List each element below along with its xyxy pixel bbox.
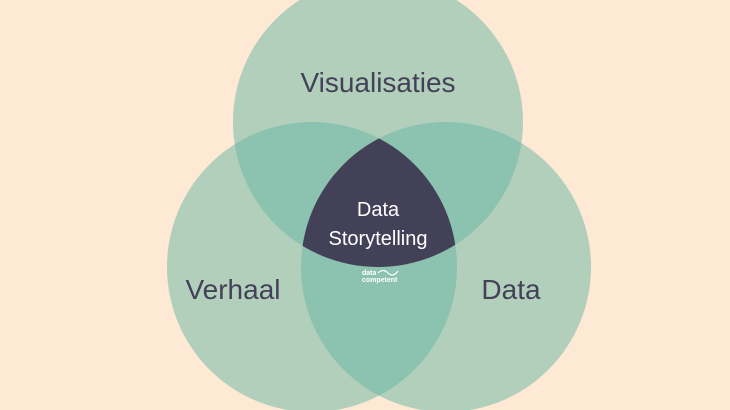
center-title-line1: Data [357,199,400,221]
label-visualisaties: Visualisaties [300,67,455,98]
label-data: Data [481,274,541,305]
datacompetent-logo: data competent [362,269,399,284]
center-region [301,122,457,267]
label-verhaal: Verhaal [186,274,281,305]
logo-text-line1: data [362,270,377,277]
logo-text-line2: competent [362,277,398,284]
wave-icon [377,269,399,276]
center-title-line2: Storytelling [329,228,428,250]
